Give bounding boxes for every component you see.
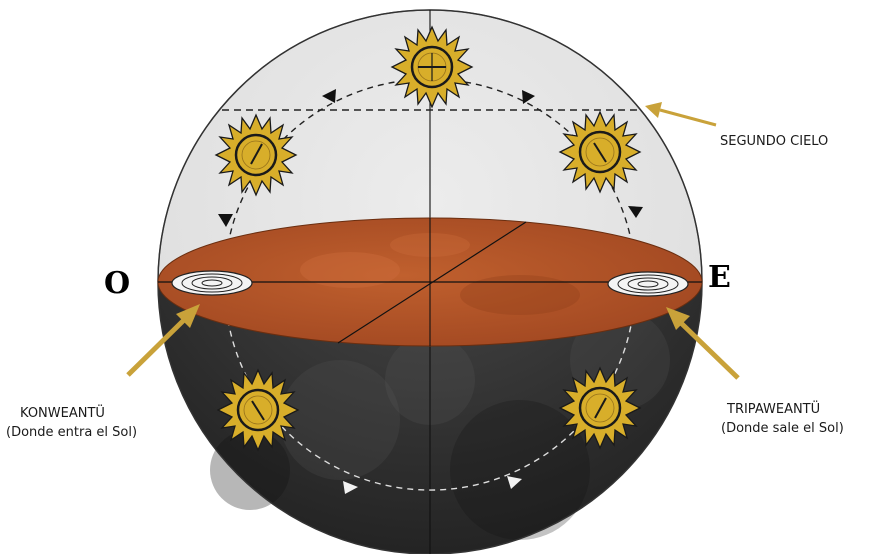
konweantu-description: (Donde entra el Sol) <box>6 425 138 440</box>
pointer-arrow-icon <box>645 102 717 127</box>
pointer-arrow-icon <box>666 307 740 380</box>
sun-icon <box>214 113 298 197</box>
konweantu-label: KONWEANTÜ <box>20 406 105 421</box>
second-sky-label: SEGUNDO CIELO <box>720 134 829 149</box>
whirlpool-icon <box>171 270 253 296</box>
direction-arrowhead-icon <box>218 214 233 227</box>
direction-arrowhead-icon <box>322 89 336 103</box>
east-label: E <box>708 260 731 295</box>
sun-icon <box>558 110 642 194</box>
direction-arrowhead-icon <box>343 481 358 494</box>
whirlpool-icon <box>607 271 689 297</box>
tripaweantu-description: (Donde sale el Sol) <box>721 421 844 436</box>
west-label: O <box>104 266 131 301</box>
sun-icon <box>390 25 474 109</box>
tripaweantu-label: TRIPAWEANTÜ <box>727 402 821 417</box>
sun-icon <box>216 368 300 452</box>
direction-arrowhead-icon <box>522 90 535 104</box>
pointer-arrow-icon <box>126 304 200 377</box>
direction-arrowhead-icon <box>507 476 522 489</box>
sun-icon <box>558 366 642 450</box>
direction-arrowhead-icon <box>628 206 643 218</box>
